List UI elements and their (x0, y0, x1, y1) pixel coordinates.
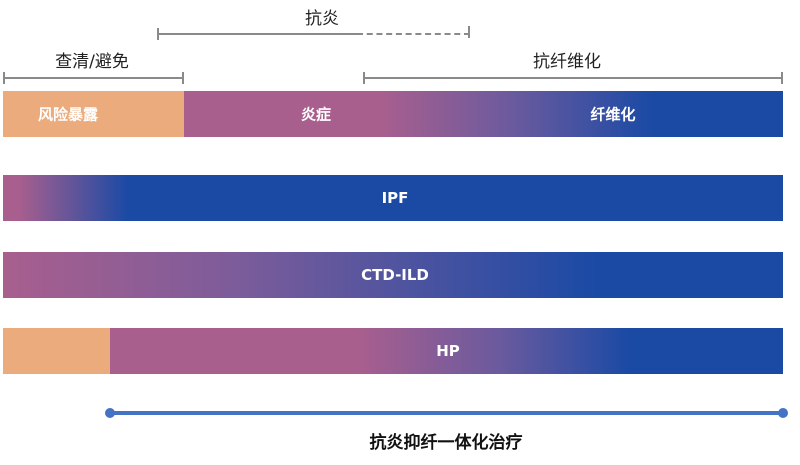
therapy-line-end-dot (778, 408, 788, 418)
anti-inflammatory-bracket-dashed (357, 33, 470, 35)
hp-label: HP (436, 342, 460, 360)
therapy-line (110, 411, 783, 415)
anti-inflammatory-label: 抗炎 (305, 9, 339, 29)
inflammation-label: 炎症 (300, 105, 332, 124)
hp-bar: HP (3, 328, 783, 374)
risk-segment (3, 91, 184, 137)
ctd-ild-bar: CTD-ILD (3, 252, 783, 298)
risk-label: 风险暴露 (37, 105, 99, 124)
stage-bar: 风险暴露 炎症 纤维化 (3, 91, 783, 137)
anti-fibrosis-label: 抗纤维化 (533, 52, 601, 72)
fibrosis-label: 纤维化 (590, 105, 636, 124)
anti-fibrosis-bracket (363, 72, 783, 84)
ipf-label: IPF (381, 189, 409, 207)
hp-gradient-segment (110, 328, 783, 374)
ctd-ild-label: CTD-ILD (361, 266, 429, 284)
screen-avoid-label: 查清/避免 (55, 52, 129, 72)
screen-avoid-bracket (3, 72, 184, 84)
ipf-bar: IPF (3, 175, 783, 221)
therapy-line-start-dot (105, 408, 115, 418)
anti-inflammatory-bracket-solid (157, 28, 357, 40)
therapy-label: 抗炎抑纤一体化治疗 (369, 433, 523, 453)
hp-risk-segment (3, 328, 110, 374)
inflammation-fibrosis-segment (184, 91, 783, 137)
